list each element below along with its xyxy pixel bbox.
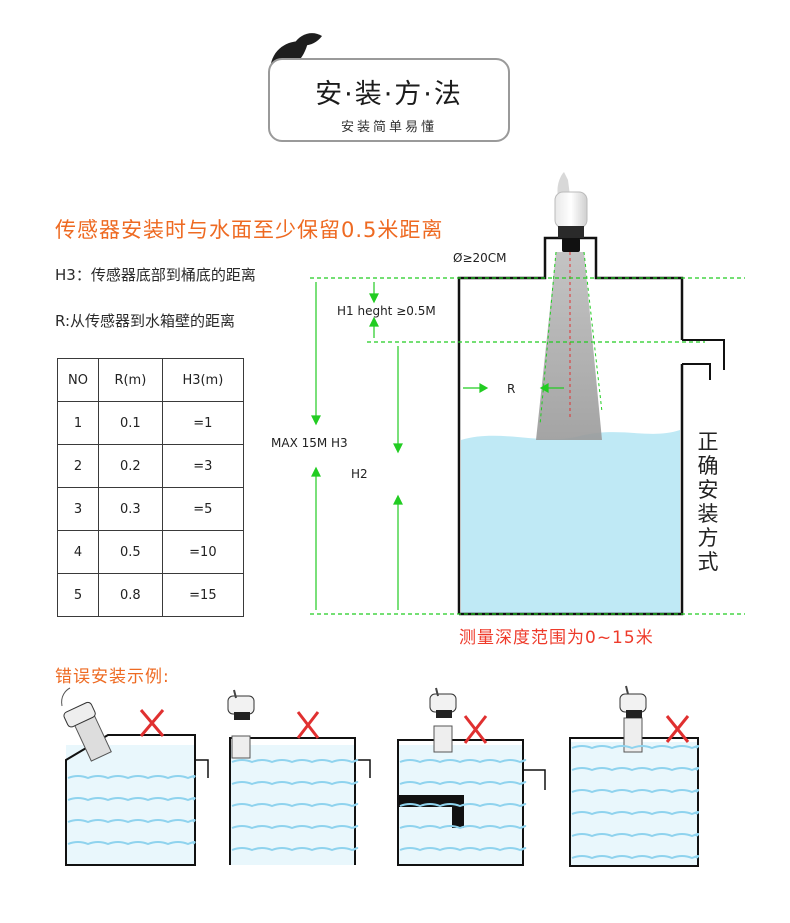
wrong-example-2 [227, 689, 371, 865]
cross-icon [296, 711, 320, 739]
table-cell: 4 [57, 530, 99, 574]
table-row: 1 0.1 =1 [57, 401, 245, 445]
table-cell: 2 [57, 444, 99, 488]
water-wave [231, 847, 359, 852]
table-cell: 0.5 [98, 530, 163, 574]
water-wave [231, 825, 359, 830]
water-wave [67, 841, 196, 846]
water-fill [461, 430, 680, 614]
water-wave [231, 759, 359, 764]
cross-icon [665, 715, 690, 743]
wrong-installation-heading: 错误安装示例: [55, 667, 170, 687]
note-r: R:从传感器到水箱壁的距离 [55, 312, 236, 330]
water-wave [571, 745, 700, 750]
table-row: 2 0.2 =3 [57, 444, 245, 488]
header-subtitle: 安装简单易懂 [340, 120, 437, 135]
header-title: 安·装·方·法 [315, 79, 463, 110]
water-wave [399, 781, 527, 786]
table-cell: =3 [161, 444, 245, 488]
water-wave [231, 781, 359, 786]
sensor [554, 172, 588, 252]
wrong-example-4 [569, 685, 699, 867]
table-row: 4 0.5 =10 [57, 530, 245, 574]
water-wave [67, 819, 196, 824]
main-heading: 传感器安装时与水面至少保留0.5米距离 [55, 218, 444, 242]
column-header: NO [57, 358, 99, 402]
water-wave [399, 847, 527, 852]
table-row: 5 0.8 =15 [57, 573, 245, 617]
water-wave [399, 759, 527, 764]
table-cell: =10 [161, 530, 245, 574]
max-h3-label: MAX 15M H3 [271, 436, 348, 450]
table-cell: 0.8 [98, 573, 163, 617]
table-cell: 1 [57, 401, 99, 445]
correct-installation-label: 正确安装方式 [697, 430, 719, 574]
note-h3: H3：传感器底部到桶底的距离 [55, 266, 256, 284]
header-badge: 安·装·方·法 安装简单易懂 [268, 58, 510, 142]
water-wave [67, 797, 196, 802]
water-wave [571, 767, 700, 772]
outlet-pipe [682, 339, 725, 370]
table-cell: =5 [161, 487, 245, 531]
wrong-example-1 [61, 687, 209, 866]
h1-label: H1 heght ≥0.5M [337, 304, 436, 318]
table-cell: 5 [57, 573, 99, 617]
water-wave [571, 789, 700, 794]
diameter-label: Ø≥20CM [453, 251, 507, 265]
water-wave [571, 811, 700, 816]
r-label: R [507, 382, 516, 396]
cross-icon [139, 709, 165, 737]
water-wave [399, 825, 527, 830]
table-cell: =15 [161, 573, 245, 617]
measure-range-label: 测量深度范围为0~15米 [459, 628, 654, 648]
cross-icon [463, 715, 488, 744]
water-wave [231, 803, 359, 808]
water-wave [67, 775, 196, 780]
table-cell: 3 [57, 487, 99, 531]
water-wave [399, 803, 527, 808]
table-cell: =1 [161, 401, 245, 445]
water-wave [571, 855, 700, 860]
ultrasonic-beam [536, 252, 602, 440]
wrong-example-3 [397, 687, 546, 866]
h2-label: H2 [351, 467, 368, 481]
spec-table: NO R(m) H3(m) 1 0.1 =1 2 0.2 =3 3 0.3 =5… [57, 358, 245, 617]
water-wave [571, 833, 700, 838]
table-cell: 0.2 [98, 444, 163, 488]
